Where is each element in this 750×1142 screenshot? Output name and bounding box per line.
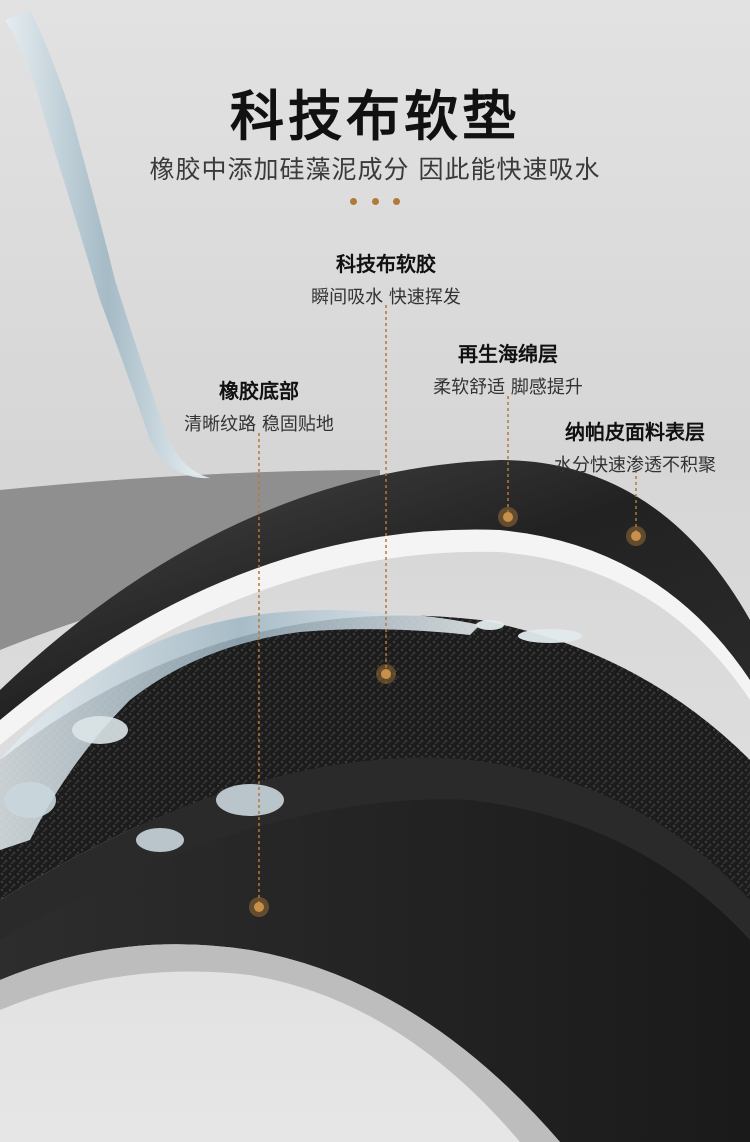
callout-title: 橡胶底部 bbox=[219, 379, 299, 403]
rubber-base-edge bbox=[0, 944, 560, 1142]
callout-title: 科技布软胶 bbox=[336, 252, 436, 276]
page-subtitle: 橡胶中添加硅藻泥成分 因此能快速吸水 bbox=[149, 155, 601, 184]
callout-marker bbox=[254, 902, 264, 912]
dot bbox=[350, 198, 357, 205]
sponge-layer bbox=[0, 615, 750, 900]
dot bbox=[393, 198, 400, 205]
callout-tech-fabric: 科技布软胶 瞬间吸水 快速挥发 bbox=[286, 248, 486, 309]
callout-sponge-layer: 再生海绵层 柔软舒适 脚感提升 bbox=[408, 338, 608, 399]
water-droplet bbox=[4, 782, 56, 818]
callout-title: 纳帕皮面料表层 bbox=[565, 420, 705, 444]
nappa-top-layer bbox=[0, 460, 750, 720]
white-separator-strip bbox=[0, 529, 750, 745]
callout-marker bbox=[631, 531, 641, 541]
callout-desc: 水分快速渗透不积聚 bbox=[554, 455, 716, 476]
callout-rubber-base: 橡胶底部 清晰纹路 稳固贴地 bbox=[159, 375, 359, 436]
callout-marker bbox=[503, 512, 513, 522]
callout-desc: 清晰纹路 稳固贴地 bbox=[184, 414, 334, 435]
water-droplet bbox=[216, 784, 284, 816]
page-title: 科技布软垫 bbox=[230, 85, 520, 148]
water-droplet bbox=[518, 629, 582, 643]
water-splash bbox=[0, 610, 480, 850]
dot bbox=[371, 198, 379, 205]
callout-desc: 柔软舒适 脚感提升 bbox=[433, 377, 583, 398]
callout-title: 再生海绵层 bbox=[458, 342, 558, 366]
decorative-dots bbox=[350, 198, 400, 206]
callout-desc: 瞬间吸水 快速挥发 bbox=[311, 287, 461, 308]
callout-nappa-surface: 纳帕皮面料表层 水分快速渗透不积聚 bbox=[530, 416, 740, 477]
water-droplet bbox=[136, 828, 184, 852]
water-droplet bbox=[72, 716, 128, 744]
water-droplet bbox=[476, 620, 504, 630]
callout-marker bbox=[381, 669, 391, 679]
sponge-inner-shadow bbox=[0, 757, 750, 940]
water-stream bbox=[5, 10, 210, 479]
